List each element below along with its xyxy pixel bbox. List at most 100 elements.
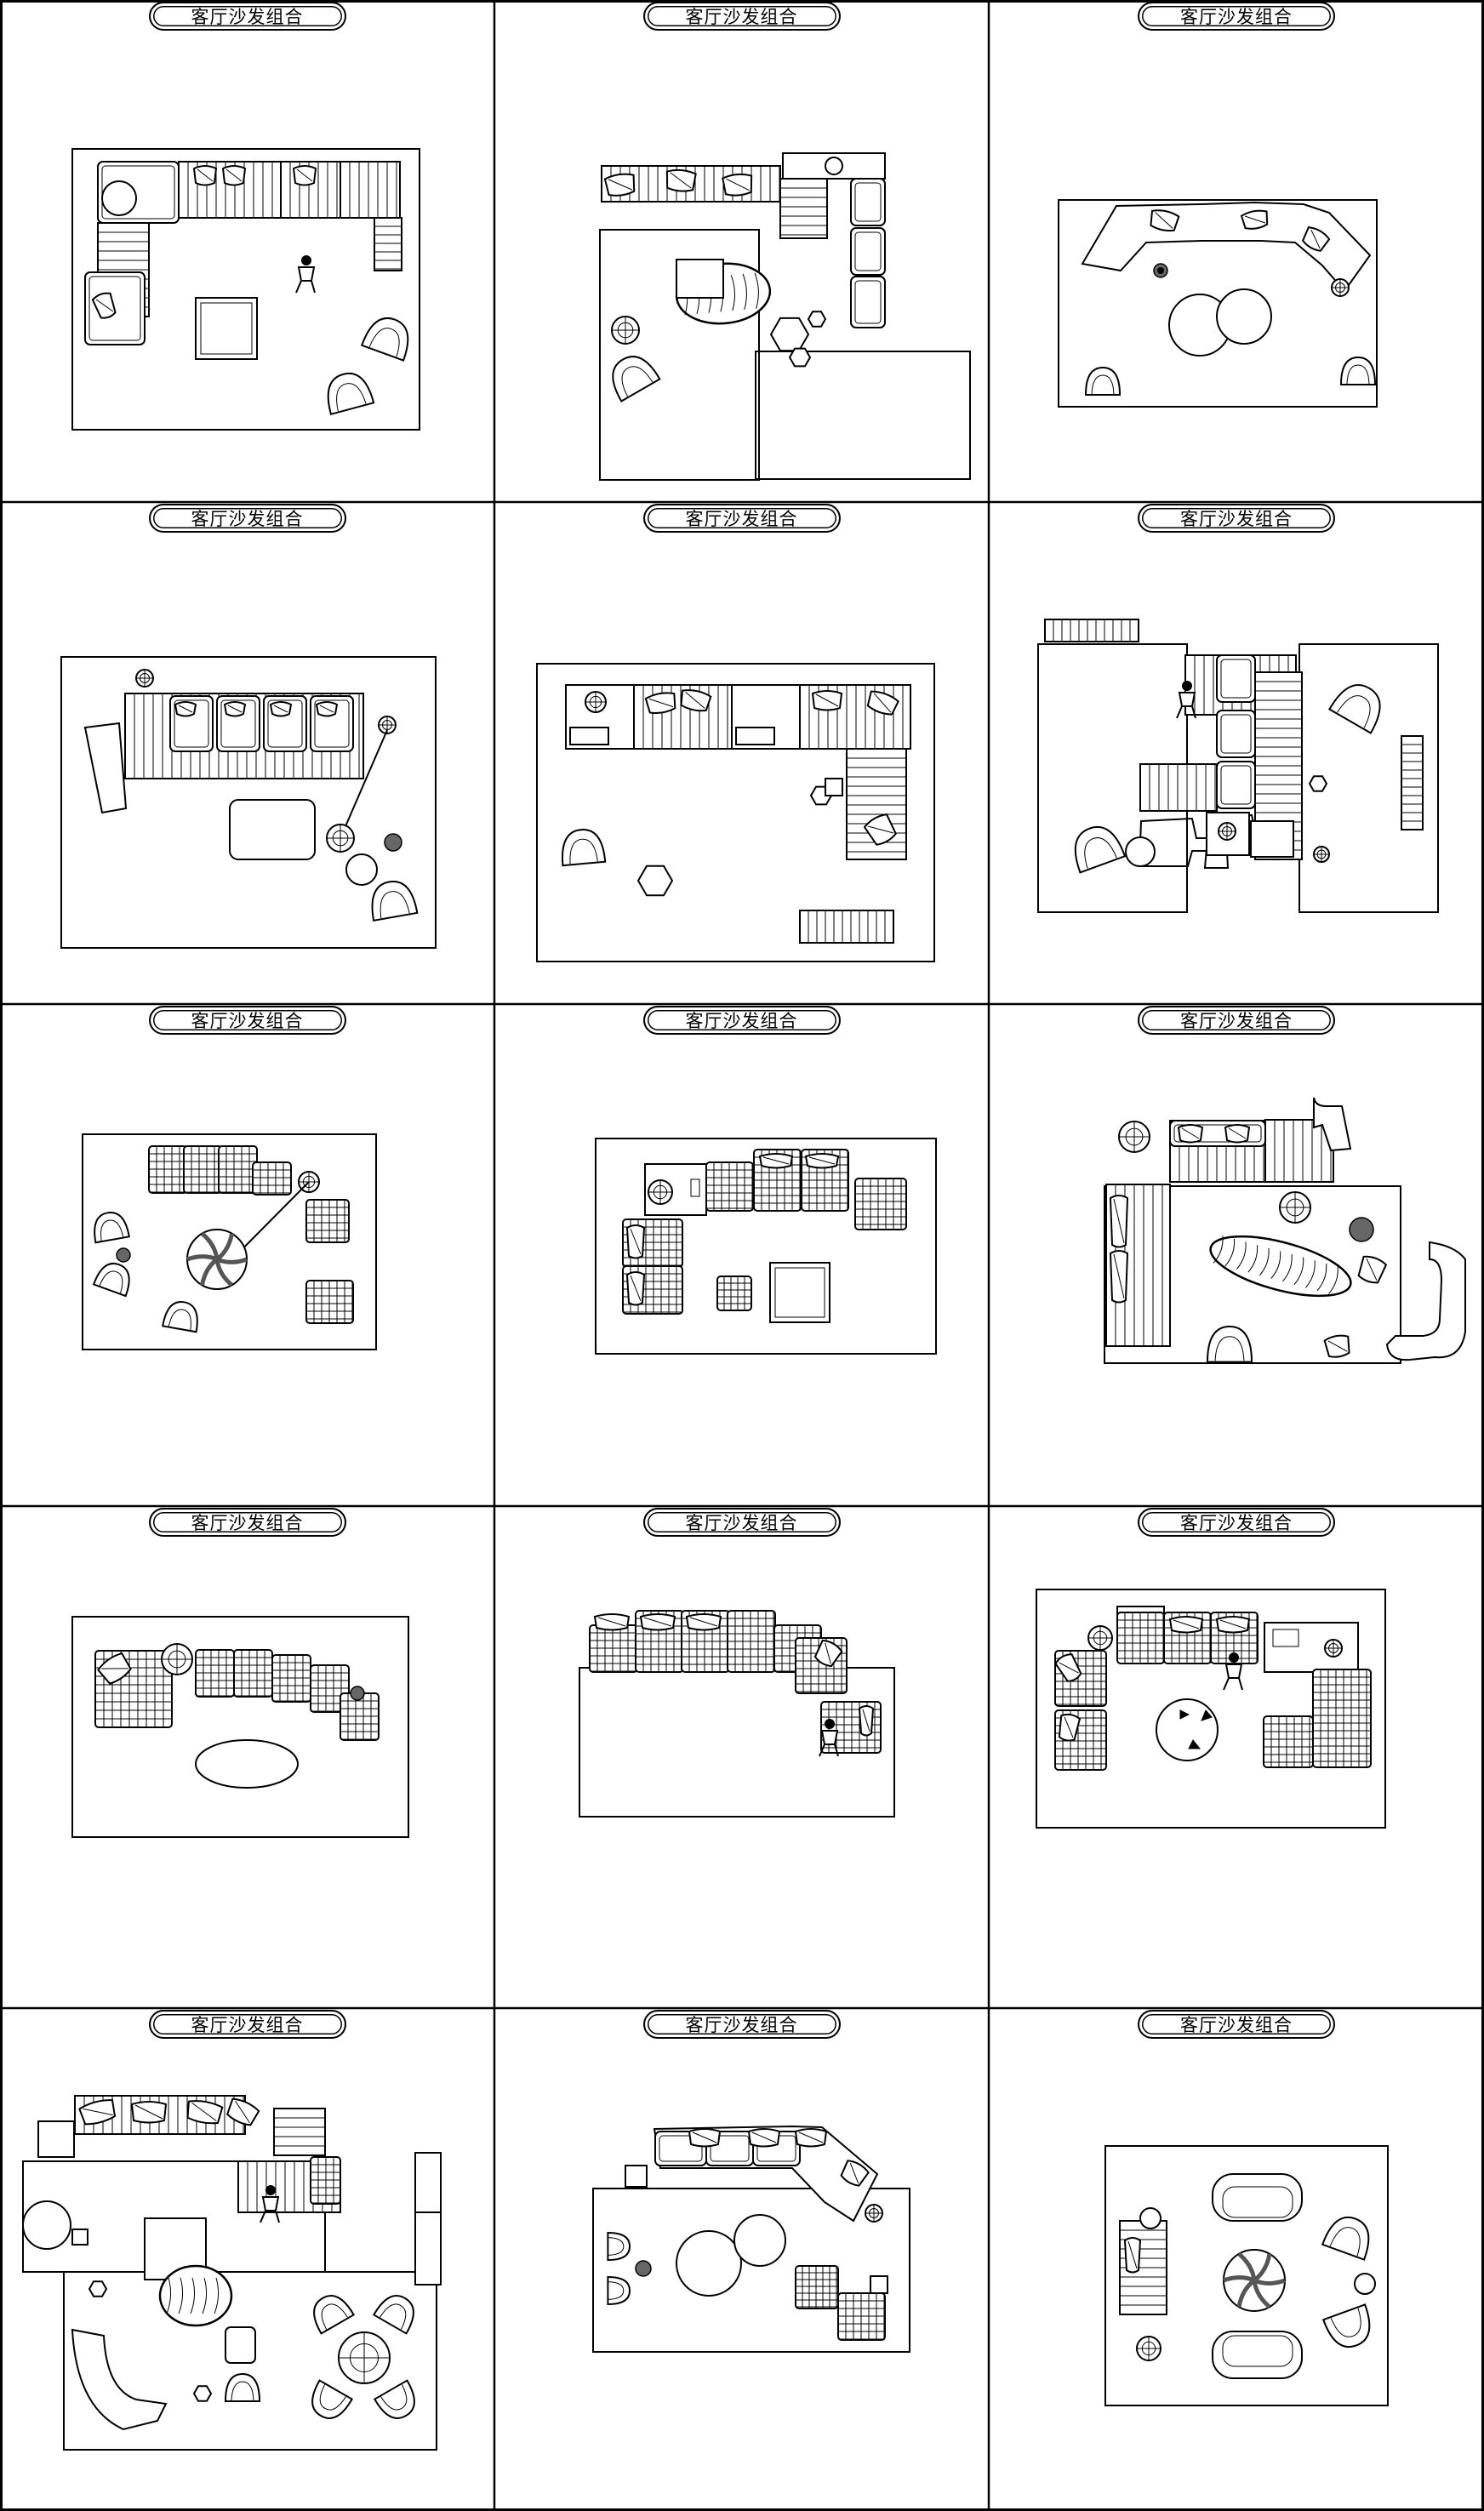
throw-pillow	[92, 291, 117, 320]
throw-pillow	[641, 1614, 675, 1630]
furniture-group	[1104, 1098, 1465, 1363]
floor-plan-drawing	[0, 1004, 494, 1506]
armchair	[306, 2289, 354, 2333]
seated-figure	[260, 2185, 279, 2223]
cell-title-label: 客厅沙发组合	[1138, 504, 1335, 533]
striped-cushion	[800, 910, 893, 943]
striped-cushion	[340, 162, 400, 218]
furniture-group	[600, 153, 970, 480]
armchair	[560, 828, 605, 865]
plan-cell-15: 客厅沙发组合	[989, 2008, 1484, 2511]
end-table	[625, 2166, 647, 2187]
lamp	[1119, 1121, 1150, 1152]
woven-seat	[272, 1655, 311, 1702]
plan-cell-11: 客厅沙发组合	[494, 1506, 989, 2008]
cell-title-label: 客厅沙发组合	[148, 1508, 346, 1537]
square-ottoman	[72, 2229, 88, 2245]
lamp	[1219, 823, 1236, 840]
woven-seat	[1313, 1669, 1371, 1767]
throw-pillow	[722, 174, 753, 197]
seated-figure	[1224, 1652, 1242, 1690]
throw-pillow	[665, 169, 696, 192]
woven-seat	[311, 2157, 340, 2204]
side-table	[38, 2121, 74, 2157]
cell-title-label: 客厅沙发组合	[642, 2010, 841, 2039]
oval-coffee-table	[196, 1740, 298, 1788]
furniture-group	[72, 149, 420, 430]
throw-pillow	[859, 1706, 873, 1736]
floor-plan-drawing	[494, 0, 989, 502]
ottoman-block	[1251, 821, 1293, 857]
rug-outline	[64, 2272, 437, 2450]
furniture-group	[1036, 1589, 1385, 1828]
loveseat-cushion	[1223, 2187, 1293, 2217]
furniture-group	[72, 1617, 408, 1837]
throw-pillow	[294, 166, 316, 185]
armchair	[608, 2233, 630, 2260]
armchair	[374, 2381, 422, 2425]
seated-figure	[296, 255, 315, 293]
plan-cell-6: 客厅沙发组合	[989, 502, 1484, 1004]
furniture-group	[83, 1134, 376, 1350]
throw-pillow	[687, 1614, 721, 1630]
throw-pillow	[749, 2129, 779, 2147]
throw-pillow	[271, 702, 291, 716]
cell-title-label: 客厅沙发组合	[1138, 2, 1335, 31]
armchair	[1067, 820, 1125, 872]
armchair	[1207, 1327, 1252, 1362]
sofa-seat	[1217, 710, 1255, 757]
floor-plan-drawing	[0, 0, 494, 502]
round-table	[1217, 289, 1271, 344]
tray	[570, 728, 608, 745]
cell-title-label: 客厅沙发组合	[642, 2, 841, 31]
throw-pillow	[97, 1652, 134, 1686]
lamp	[327, 825, 354, 852]
floor-plan-drawing	[0, 1506, 494, 2008]
throw-pillow	[1241, 209, 1269, 231]
plant-pot	[636, 2261, 651, 2276]
woven-seat	[728, 1611, 775, 1672]
floor-plan-drawing	[989, 1004, 1484, 1506]
throw-pillow	[1217, 1617, 1249, 1633]
floor-plan-drawing	[989, 2008, 1484, 2511]
armchair	[608, 2277, 630, 2304]
floor-plan-drawing	[989, 502, 1484, 1004]
throw-pillow	[132, 2102, 166, 2123]
patterned-round-table	[187, 1230, 247, 1289]
curved-sofa	[1387, 1242, 1465, 1360]
stone-coffee-table	[160, 2266, 231, 2326]
throw-pillow	[225, 2097, 260, 2128]
cell-title-label: 客厅沙发组合	[148, 2, 346, 31]
floor-plan-drawing	[494, 502, 989, 1004]
cell-title-label: 客厅沙发组合	[642, 1508, 841, 1537]
throw-pillow	[79, 2097, 117, 2126]
side-table	[645, 1164, 706, 1215]
woven-seat	[590, 1625, 637, 1672]
cell-title-label: 客厅沙发组合	[1138, 1508, 1335, 1537]
lamp	[339, 2332, 390, 2383]
plan-cell-7: 客厅沙发组合	[0, 1004, 494, 1506]
cell-title-label: 客厅沙发组合	[148, 504, 346, 533]
armchair	[305, 2381, 352, 2425]
round-table	[1140, 2208, 1161, 2229]
lamp	[865, 2205, 882, 2222]
furniture-group	[593, 2126, 910, 2352]
furniture-group	[61, 657, 436, 948]
plan-cell-3: 客厅沙发组合	[989, 0, 1484, 502]
round-table	[1156, 1699, 1218, 1761]
lamp	[1314, 847, 1329, 862]
floor-plan-drawing	[989, 1506, 1484, 2008]
coffee-table	[230, 800, 315, 859]
armchair	[362, 312, 415, 361]
furniture-group	[579, 1611, 894, 1817]
patterned-round-table	[1224, 2250, 1285, 2311]
striped-cushion	[1401, 736, 1423, 830]
throw-pillow	[175, 702, 196, 716]
armchair	[1323, 2304, 1377, 2353]
armchair	[368, 878, 417, 921]
throw-pillow	[813, 691, 842, 710]
lamp	[162, 1644, 192, 1675]
hexagon-side-table	[790, 349, 810, 367]
lamp	[585, 692, 606, 712]
armchair	[322, 368, 374, 414]
